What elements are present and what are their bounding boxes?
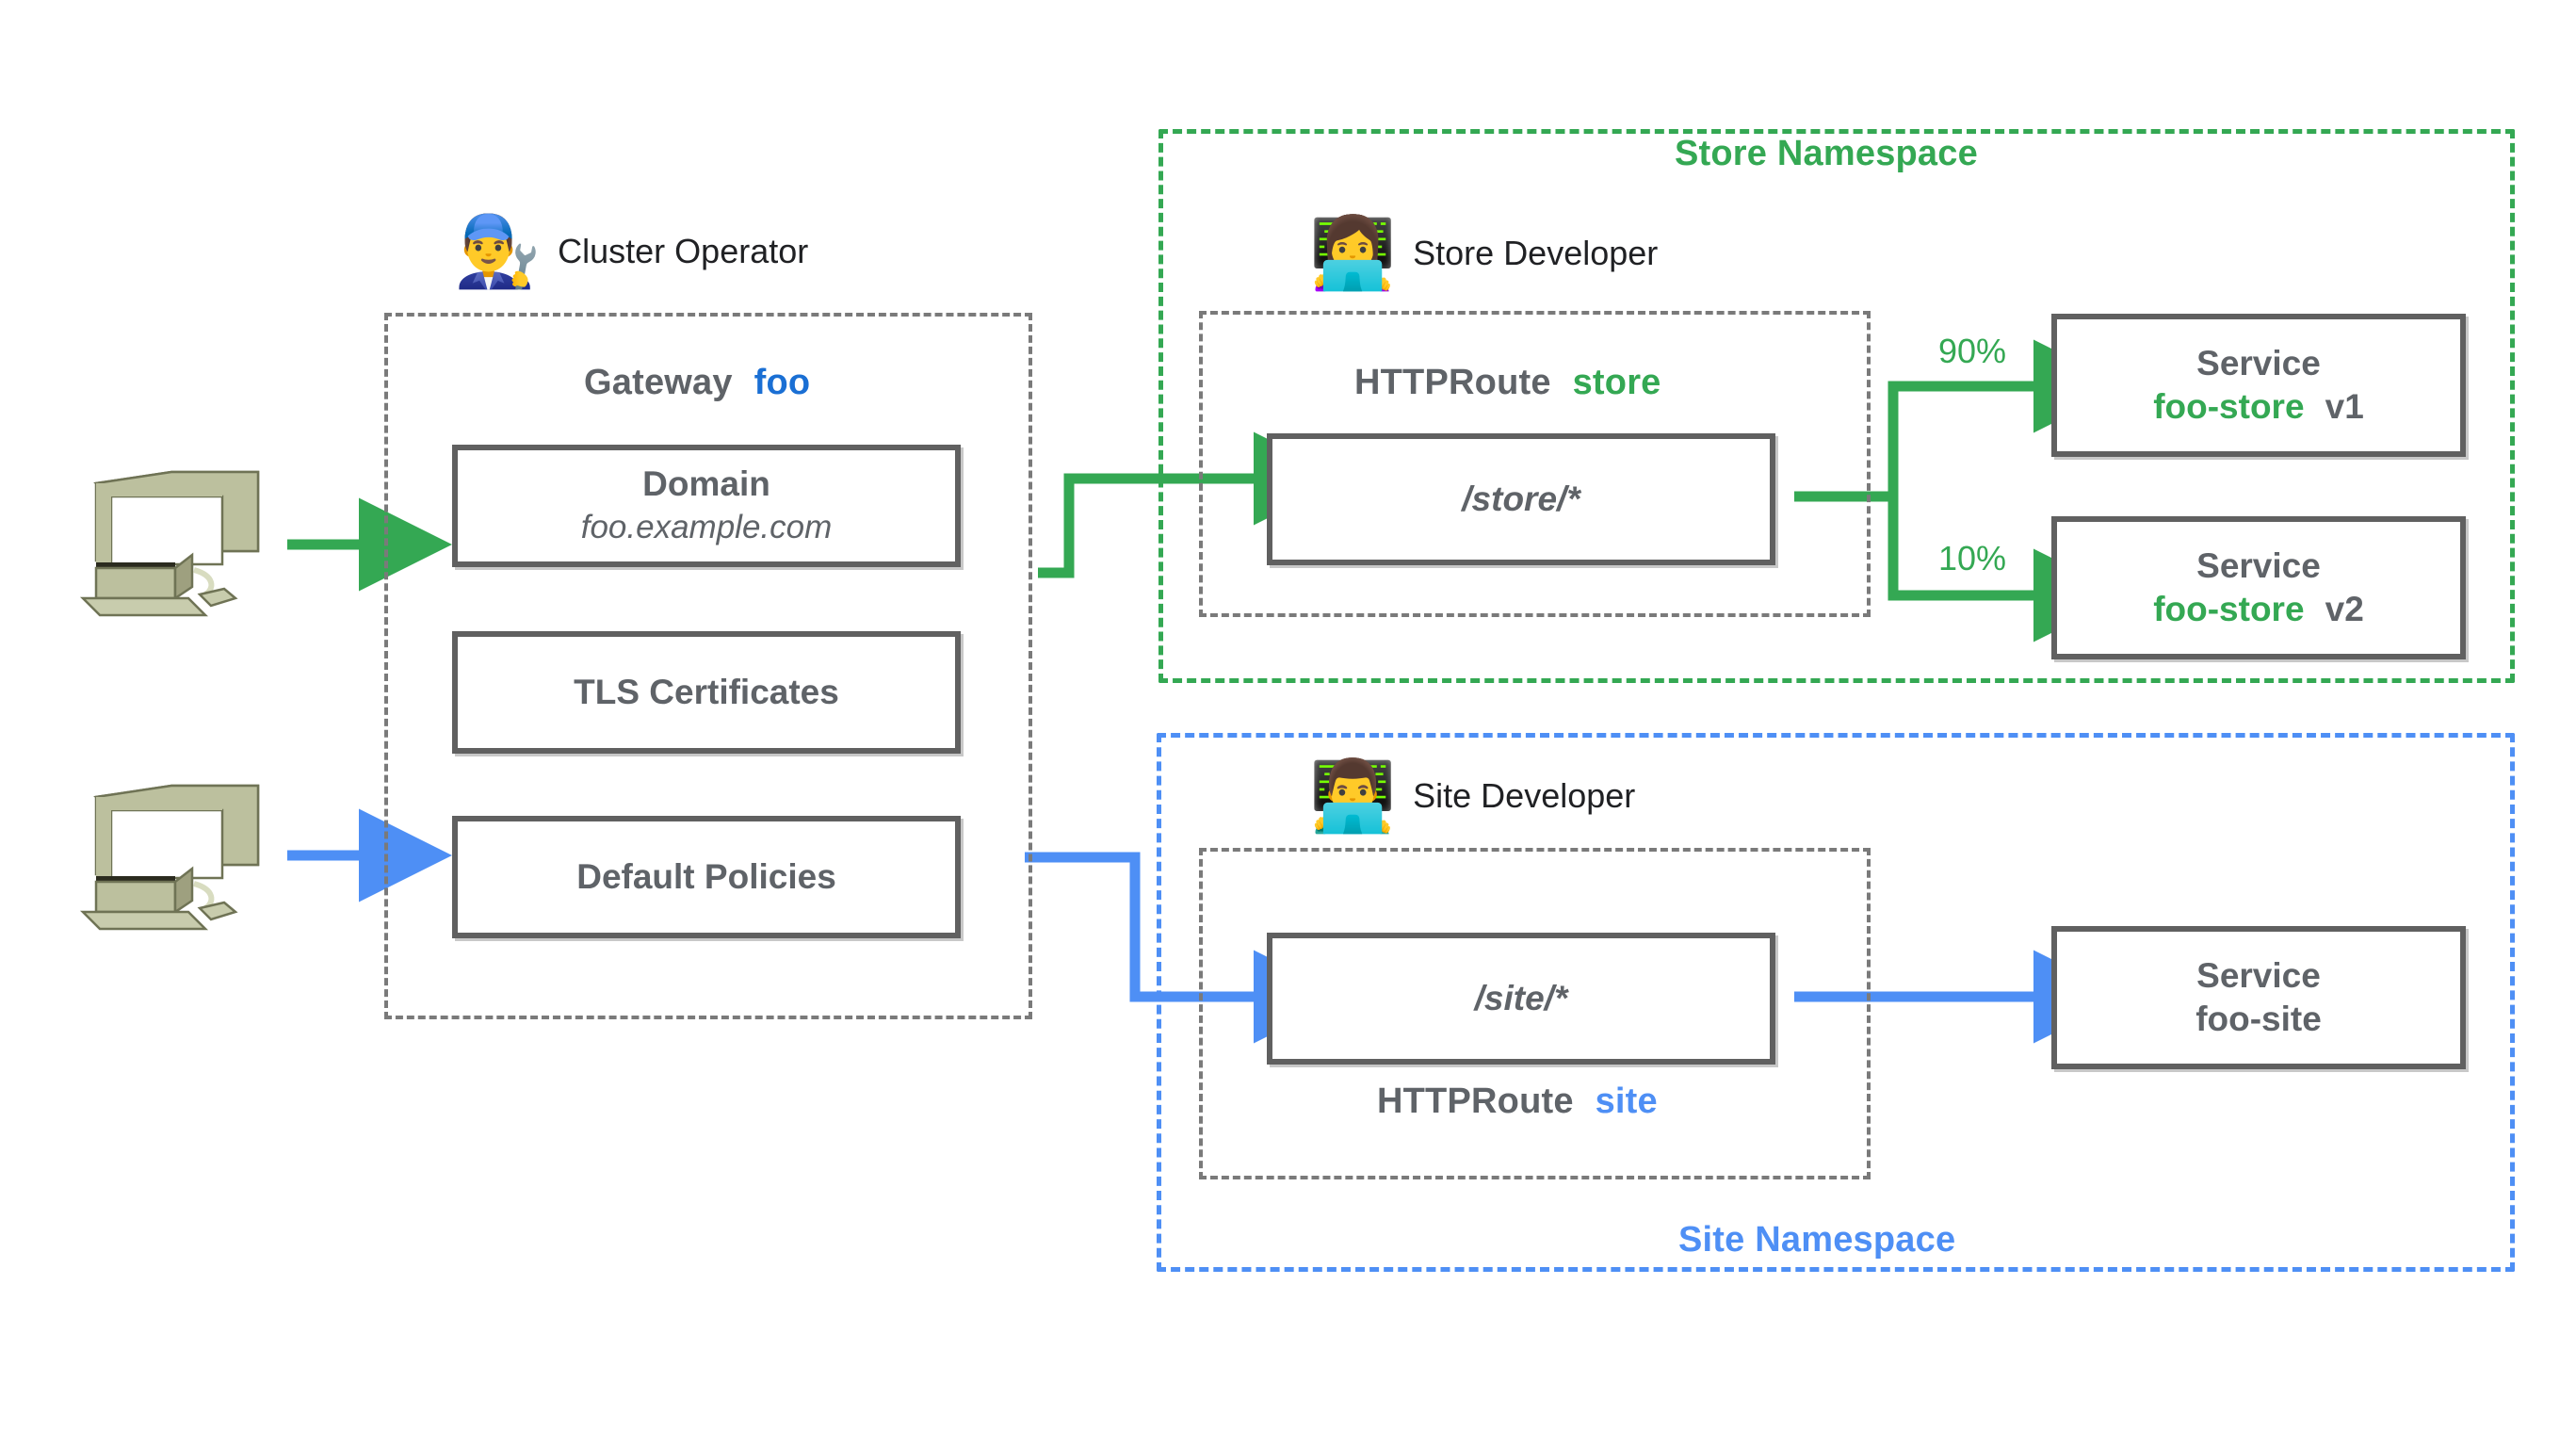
store-service-v2-version: v2 — [2325, 590, 2364, 628]
store-service-v2-name-row: foo-store v2 — [2153, 588, 2364, 631]
store-service-v1-version: v1 — [2325, 387, 2364, 426]
site-route-match-value: /site/* — [1474, 979, 1568, 1017]
man-mechanic-icon: 👨‍🔧 — [454, 212, 542, 290]
site-namespace-title: Site Namespace — [1678, 1220, 1956, 1260]
client-computer-top — [73, 457, 276, 641]
desktop-computer-icon — [79, 784, 260, 931]
store-route-match-value: /store/* — [1462, 480, 1580, 518]
store-httproute-name: store — [1572, 363, 1661, 402]
gateway-group-box — [384, 313, 1032, 1019]
persona-label: Cluster Operator — [558, 232, 809, 270]
site-service-name: foo-site — [2195, 1000, 2322, 1038]
site-service-kind: Service — [2196, 955, 2321, 995]
store-service-v1-box: Service foo-store v1 — [2051, 314, 2466, 457]
persona-label: Store Developer — [1413, 234, 1659, 272]
store-httproute-prefix: HTTPRoute — [1354, 363, 1551, 402]
gateway-heading-name: foo — [753, 363, 811, 402]
gateway-heading: Gateway foo — [584, 363, 810, 403]
site-route-match-box: /site/* — [1267, 933, 1775, 1065]
gateway-item-domain-title: Domain — [642, 464, 770, 504]
man-technologist-icon: 👨‍💻 — [1309, 756, 1397, 835]
store-httproute-heading: HTTPRoute store — [1354, 363, 1661, 403]
store-httproute-group-box — [1199, 311, 1871, 617]
store-service-v1-name-row: foo-store v1 — [2153, 385, 2364, 429]
store-service-v2-kind: Service — [2196, 545, 2321, 585]
gateway-item-policies-title: Default Policies — [576, 856, 836, 896]
store-backend-v2-weight: 10% — [1938, 539, 2007, 577]
desktop-computer-icon — [79, 470, 260, 617]
gateway-item-domain: Domain foo.example.com — [452, 445, 961, 567]
site-namespace-box — [1157, 733, 2515, 1272]
store-namespace-box — [1158, 129, 2515, 683]
persona-store-developer: 👩‍💻 Store Developer — [1309, 219, 1658, 288]
store-route-match-box: /store/* — [1267, 433, 1775, 565]
store-service-v2-box: Service foo-store v2 — [2051, 516, 2466, 659]
gateway-heading-prefix: Gateway — [584, 363, 733, 402]
site-httproute-group-box — [1199, 848, 1871, 1179]
persona-label: Site Developer — [1413, 776, 1636, 815]
persona-cluster-operator: 👨‍🔧 Cluster Operator — [454, 217, 808, 286]
gateway-item-domain-value: foo.example.com — [580, 509, 833, 546]
site-httproute-name: site — [1595, 1081, 1658, 1121]
woman-technologist-icon: 👩‍💻 — [1309, 214, 1397, 292]
site-service-box: Service foo-site — [2051, 926, 2466, 1069]
store-namespace-title: Store Namespace — [1675, 134, 1978, 173]
site-httproute-prefix: HTTPRoute — [1377, 1081, 1574, 1121]
store-service-v1-name: foo-store — [2153, 387, 2305, 426]
gateway-item-tls-certificates: TLS Certificates — [452, 631, 961, 754]
store-service-v1-kind: Service — [2196, 343, 2321, 382]
gateway-item-default-policies: Default Policies — [452, 816, 961, 938]
store-backend-v1-weight: 90% — [1938, 332, 2007, 370]
store-service-v2-name: foo-store — [2153, 590, 2305, 628]
persona-site-developer: 👨‍💻 Site Developer — [1309, 761, 1635, 831]
site-httproute-heading: HTTPRoute site — [1377, 1081, 1658, 1122]
gateway-item-tls-title: TLS Certificates — [574, 672, 839, 711]
client-computer-bottom — [73, 771, 276, 954]
